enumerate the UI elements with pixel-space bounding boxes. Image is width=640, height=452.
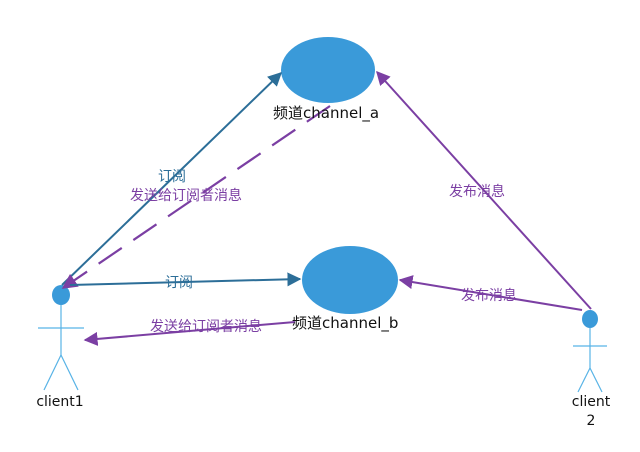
edge-client1-subscribe-b [69, 272, 302, 287]
client2-label-line2: 2 [586, 413, 596, 429]
channel-b-label: 频道channel_b [292, 314, 399, 332]
edge-label-channel-b-send-client1: 发送给订阅者消息 [150, 319, 262, 335]
edge-client2-publish-b [398, 275, 583, 311]
channel-a-node [281, 37, 375, 103]
client1-actor [38, 285, 84, 391]
edge-channel-a-send-client1 [61, 105, 331, 289]
client2-label-line1: client [571, 394, 611, 410]
client2-actor [573, 310, 607, 393]
edge-label-client2-publish-a: 发布消息 [449, 184, 505, 200]
edge-label-client2-publish-b: 发布消息 [461, 288, 517, 304]
edge-label-client1-subscribe-b: 订阅 [165, 275, 193, 291]
edge-client1-subscribe-a [61, 72, 283, 286]
client1-label: client1 [36, 394, 84, 410]
channel-a-label: 频道channel_a [273, 104, 380, 122]
edge-client2-publish-a [376, 70, 592, 310]
channel-b-node [302, 246, 398, 314]
edge-channel-b-send-client1 [83, 321, 296, 346]
edge-label-channel-a-send-client1: 发送给订阅者消息 [130, 188, 242, 204]
edge-label-client1-subscribe-a: 订阅 [158, 169, 186, 185]
